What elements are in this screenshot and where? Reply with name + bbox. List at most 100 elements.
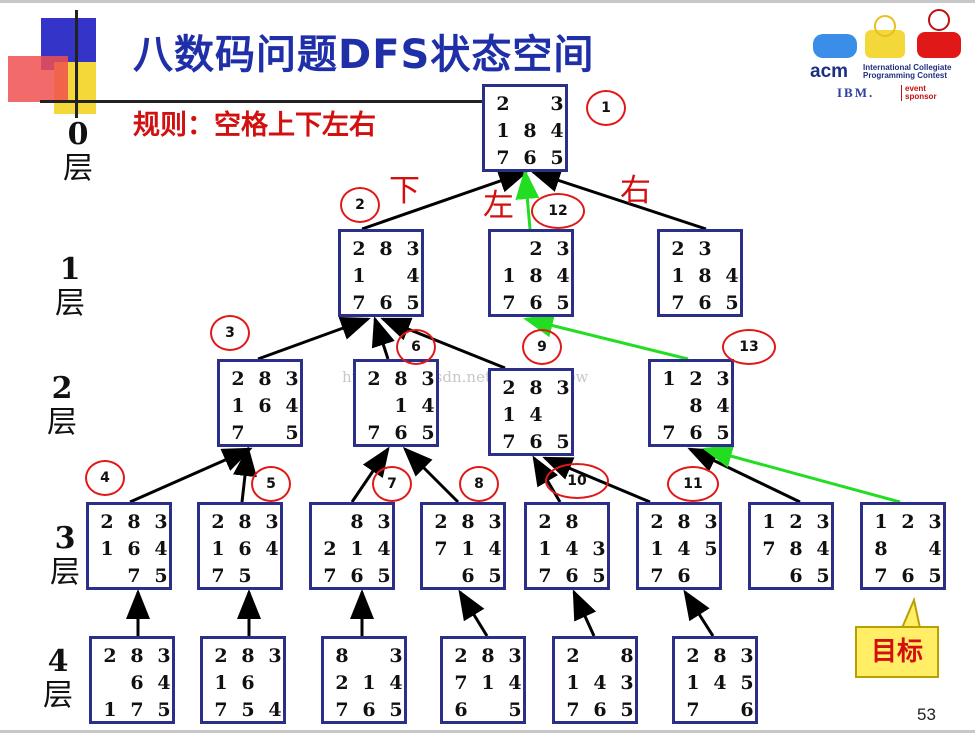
puzzle-tile: 7 [434, 538, 448, 560]
puzzle-tile: 6 [454, 699, 468, 721]
puzzle-tile: 8 [127, 511, 141, 533]
puzzle-tile: 2 [650, 511, 664, 533]
puzzle-tile [474, 696, 502, 724]
puzzle-tile: 5 [740, 672, 754, 694]
puzzle-tile: 3 [377, 511, 391, 533]
puzzle-tile [549, 401, 577, 429]
puzzle-tile: 6 [529, 431, 543, 453]
puzzle-tile: 1 [231, 395, 245, 417]
puzzle-tile: 4 [928, 538, 942, 560]
puzzle-tile: 8 [238, 511, 252, 533]
logo-graphics-icon [813, 9, 961, 58]
puzzle-tile [755, 562, 783, 590]
puzzle-tile: 4 [421, 395, 435, 417]
puzzle-tile: 5 [716, 422, 730, 444]
puzzle-tile: 8 [461, 511, 475, 533]
puzzle-tile [360, 392, 388, 420]
puzzle-tile: 8 [698, 265, 712, 287]
decor-horizontal-line [40, 100, 495, 103]
puzzle-tile: 3 [268, 645, 282, 667]
puzzle-tile: 8 [689, 395, 703, 417]
puzzle-tile: 6 [350, 565, 364, 587]
puzzle-tile: 7 [454, 672, 468, 694]
decor-red-square [8, 56, 68, 102]
puzzle-tile: 4 [593, 672, 607, 694]
puzzle-tile: 1 [394, 395, 408, 417]
puzzle-tile: 2 [335, 672, 349, 694]
puzzle-tile: 5 [556, 431, 570, 453]
puzzle-tile: 8 [713, 645, 727, 667]
level-label-3: 3 层 [45, 522, 85, 590]
puzzle-tile: 4 [816, 538, 830, 560]
puzzle-tile: 6 [740, 699, 754, 721]
puzzle-tile: 8 [620, 645, 634, 667]
order-mark-12: 12 [531, 193, 585, 229]
level-number: 1 [59, 252, 81, 287]
puzzle-tile: 2 [211, 511, 225, 533]
order-mark-10: 10 [545, 463, 609, 499]
puzzle-tile: 1 [214, 672, 228, 694]
puzzle-tile: 4 [377, 538, 391, 560]
puzzle-tile: 1 [686, 672, 700, 694]
puzzle-tile [355, 642, 383, 670]
puzzle-tile: 7 [502, 431, 516, 453]
puzzle-tile: 7 [231, 422, 245, 444]
puzzle-tile: 2 [789, 511, 803, 533]
page-number: 53 [917, 705, 936, 724]
puzzle-tile: 3 [556, 238, 570, 260]
puzzle-tile: 1 [538, 538, 552, 560]
puzzle-tile: 5 [725, 292, 739, 314]
puzzle-tile: 6 [127, 538, 141, 560]
puzzle-tile [706, 696, 734, 724]
puzzle-tile: 3 [816, 511, 830, 533]
level-text: 层 [50, 555, 80, 590]
puzzle-tile [495, 235, 523, 263]
puzzle-tile: 7 [496, 147, 510, 169]
slide-title: 八数码问题DFS状态空间 [133, 32, 595, 78]
puzzle-tile: 2 [496, 93, 510, 115]
puzzle-tile: 2 [689, 368, 703, 390]
puzzle-tile: 2 [434, 511, 448, 533]
puzzle-tile: 5 [592, 565, 606, 587]
puzzle-tile: 2 [686, 645, 700, 667]
puzzle-tile: 8 [335, 645, 349, 667]
puzzle-tile: 4 [565, 538, 579, 560]
puzzle-tile: 8 [350, 511, 364, 533]
puzzle-tile [93, 562, 121, 590]
puzzle-tile: 1 [100, 538, 114, 560]
puzzle-tile: 6 [593, 699, 607, 721]
puzzle-tile: 6 [901, 565, 915, 587]
puzzle-tile [427, 562, 455, 590]
puzzle-tile: 5 [157, 699, 171, 721]
puzzle-tile: 2 [566, 645, 580, 667]
puzzle-tile: 4 [268, 699, 282, 721]
puzzle-tile: 2 [367, 368, 381, 390]
direction-left-label: 左 [483, 188, 514, 224]
puzzle-tile [718, 235, 746, 263]
puzzle-tile: 2 [103, 645, 117, 667]
puzzle-tile [96, 669, 124, 697]
puzzle-tile: 3 [265, 511, 279, 533]
puzzle-tile: 1 [502, 404, 516, 426]
puzzle-tile: 4 [725, 265, 739, 287]
puzzle-tile: 6 [241, 672, 255, 694]
order-mark-1: 1 [586, 90, 626, 126]
puzzle-tile: 8 [874, 538, 888, 560]
puzzle-tile: 8 [565, 511, 579, 533]
puzzle-tile: 1 [762, 511, 776, 533]
acm-subtitle: International Collegiate Programming Con… [863, 64, 951, 80]
